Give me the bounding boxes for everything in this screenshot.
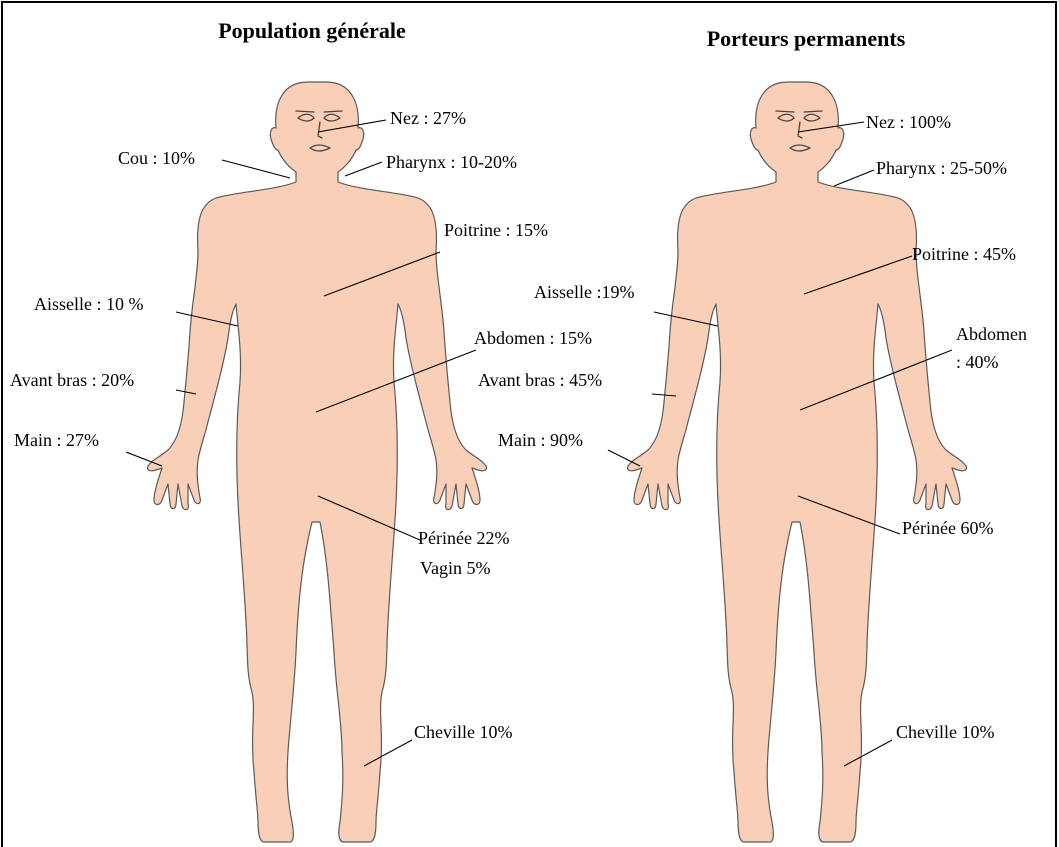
label-vagin: Vagin 5%: [420, 558, 491, 578]
label-avant-bras: Avant bras : 20%: [10, 370, 134, 390]
label-nez: Nez : 100%: [866, 112, 951, 132]
leader-main: [608, 450, 640, 466]
label-pharynx: Pharynx : 10-20%: [386, 152, 517, 172]
label-aisselle: Aisselle : 10 %: [34, 294, 144, 314]
label-abdomen-line1: Abdomen: [956, 324, 1027, 344]
leader-pharynx: [834, 170, 874, 186]
label-abdomen: Abdomen : 15%: [474, 328, 592, 348]
label-perinee: Périnée 60%: [902, 518, 993, 538]
figure-title: Porteurs permanents: [707, 26, 906, 51]
figure-title: Population générale: [218, 18, 406, 43]
label-cheville: Cheville 10%: [896, 722, 994, 742]
label-perinee: Périnée 22%: [418, 528, 509, 548]
label-avant-bras: Avant bras : 45%: [478, 370, 602, 390]
label-poitrine: Poitrine : 45%: [912, 244, 1016, 264]
label-cheville: Cheville 10%: [414, 722, 512, 742]
figure-permanent-carriers: Porteurs permanents Nez : 100% Pharynx :…: [478, 26, 1027, 842]
label-cou: Cou : 10%: [118, 148, 195, 168]
label-nez: Nez : 27%: [390, 108, 466, 128]
leader-pharynx: [345, 162, 382, 176]
leader-cou: [222, 160, 290, 178]
label-pharynx: Pharynx : 25-50%: [876, 158, 1007, 178]
label-poitrine: Poitrine : 15%: [444, 220, 548, 240]
label-abdomen-line2: : 40%: [956, 352, 999, 372]
label-aisselle: Aisselle :19%: [534, 282, 635, 302]
label-main: Main : 90%: [498, 430, 583, 450]
label-main: Main : 27%: [14, 430, 99, 450]
